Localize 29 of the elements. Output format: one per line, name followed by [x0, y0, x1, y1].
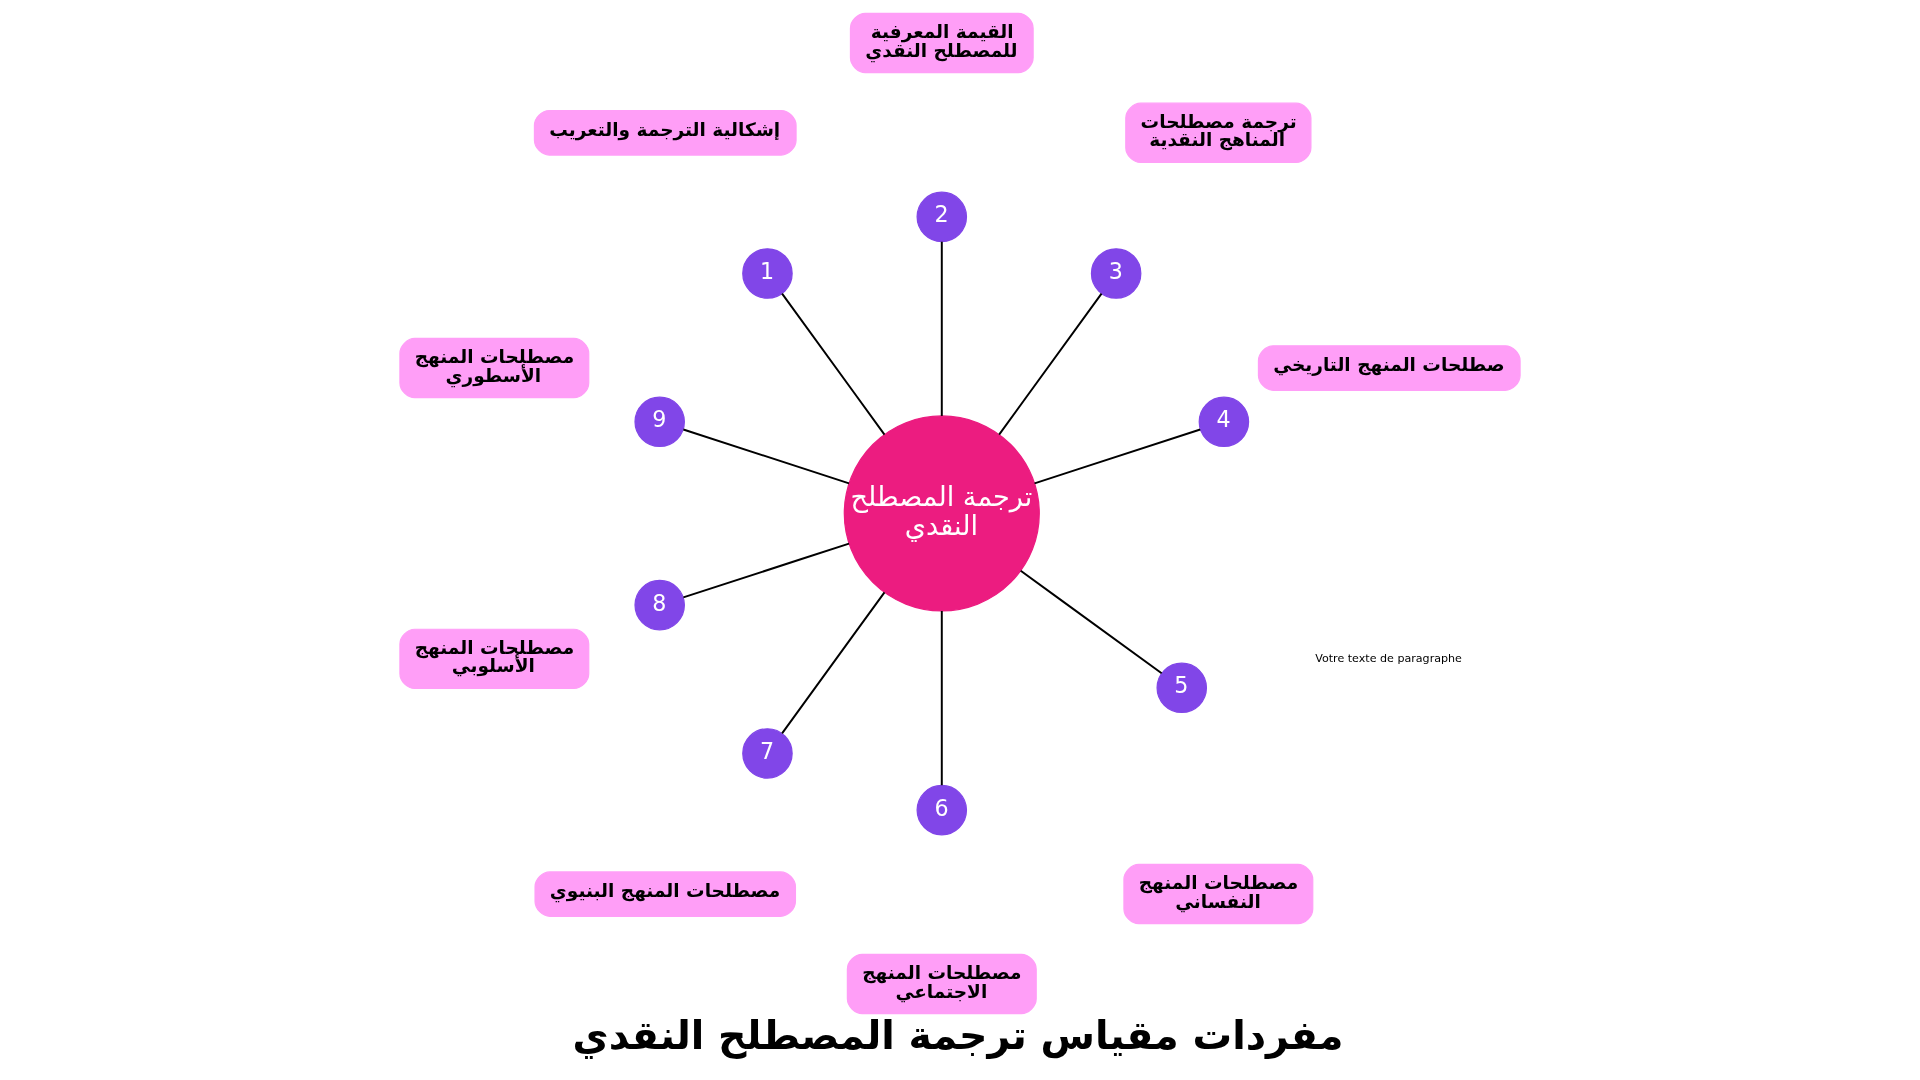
connector — [682, 428, 851, 485]
node-box: صطلحات المنهج التاريخي — [1257, 345, 1521, 391]
node-circle: 3 — [1090, 248, 1142, 299]
connector — [998, 292, 1103, 436]
node-circle: 5 — [1156, 662, 1208, 714]
node-circle: 9 — [634, 396, 685, 448]
connector — [1033, 428, 1202, 485]
label: Votre texte de paragraphe — [1315, 651, 1462, 665]
connector — [781, 591, 886, 735]
node-box: مصطلحات المنهج الأسطوري — [399, 337, 590, 399]
node-box: مصطلحات المنهج النفساني — [1123, 863, 1314, 925]
node-box: مصطلحات المنهج البنيوي — [534, 871, 797, 917]
connector — [940, 610, 943, 787]
node-circle: 2 — [916, 191, 968, 243]
connector — [1019, 569, 1163, 675]
node-circle: 7 — [742, 728, 793, 779]
node-box: إشكالية الترجمة والتعريب — [533, 110, 797, 156]
node-circle: ترجمة المصطلح النقدي — [843, 415, 1040, 612]
node-box: القيمة المعرفية للمصطلح النقدي — [849, 12, 1034, 74]
connector — [781, 292, 886, 436]
node-circle: 8 — [634, 579, 685, 631]
node-box: مصطلحات المنهج الأسلوبي — [399, 628, 590, 690]
node-circle: 4 — [1198, 396, 1250, 448]
connector — [682, 542, 851, 599]
node-circle: 6 — [916, 784, 968, 836]
node-box: مصطلحات المنهج الاجتماعي — [846, 953, 1037, 1015]
connector — [940, 240, 943, 417]
node-box: ترجمة مصطلحات المناهج النقدية — [1125, 102, 1312, 164]
node-circle: 1 — [742, 248, 793, 299]
